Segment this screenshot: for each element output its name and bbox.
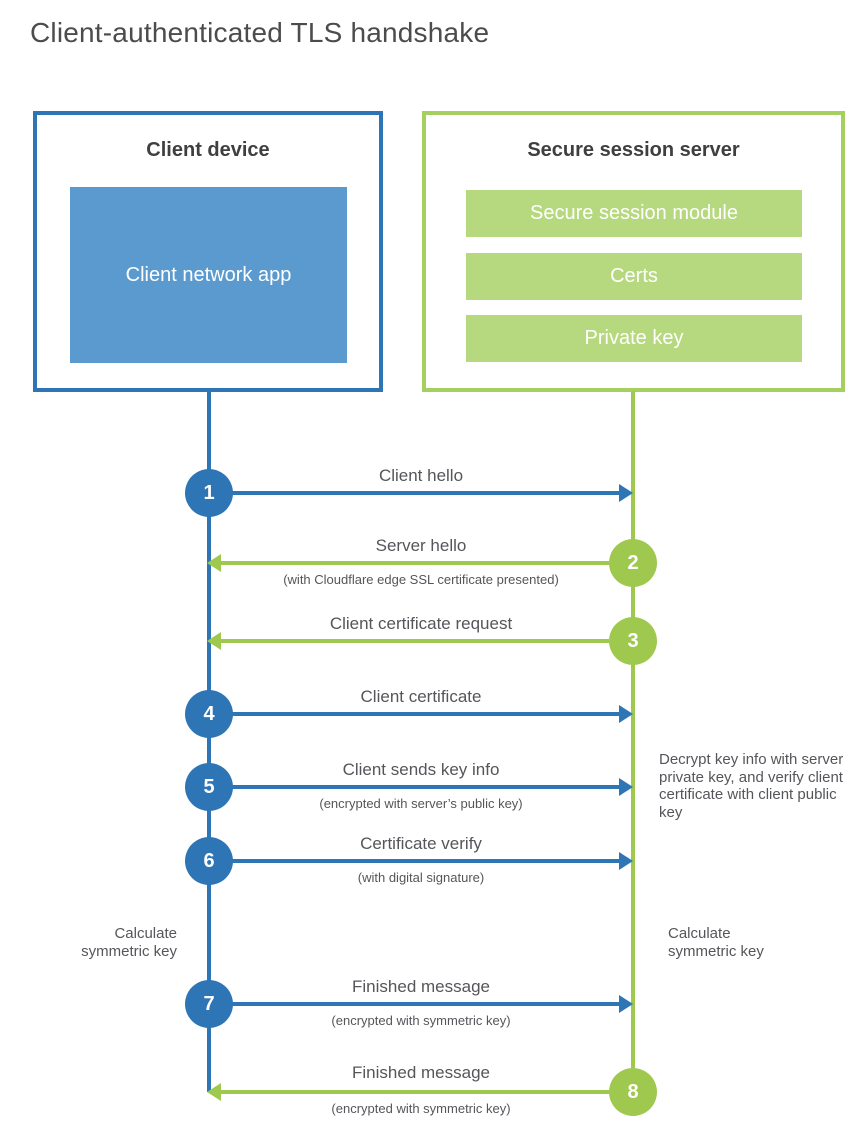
client-device-title: Client device (146, 139, 270, 161)
arrow-left-icon (207, 632, 221, 650)
step-badge-6: 6 (185, 837, 233, 885)
arrow-line-step-4 (231, 712, 619, 716)
arrow-line-step-1 (231, 491, 619, 495)
step-badge-1: 1 (185, 469, 233, 517)
server-module-bar: Secure session module (466, 190, 802, 237)
decrypt-key-note: Decrypt key info with server private key… (659, 751, 844, 822)
step-note-8: (encrypted with symmetric key) (331, 1101, 511, 1116)
step-label-4: Client certificate (360, 687, 482, 706)
client-device-box: Client device Client network app (33, 111, 383, 392)
step-badge-3: 3 (609, 617, 657, 665)
server-certs-bar: Certs (466, 253, 802, 300)
step-label-7: Finished message (352, 977, 490, 996)
arrow-right-icon (619, 705, 633, 723)
arrow-line-step-5 (231, 785, 619, 789)
calculate-symmetric-key-note-left: Calculate symmetric key (81, 925, 177, 960)
step-note-6: (with digital signature) (357, 870, 485, 885)
step-note-5: (encrypted with server’s public key) (319, 796, 523, 811)
arrow-right-icon (619, 852, 633, 870)
step-label-8: Finished message (352, 1063, 490, 1082)
step-label-6: Certificate verify (360, 834, 482, 853)
step-label-2: Server hello (375, 536, 467, 555)
step-note-7: (encrypted with symmetric key) (331, 1013, 511, 1028)
arrow-line-step-8 (221, 1090, 609, 1094)
arrow-line-step-3 (221, 639, 609, 643)
step-badge-7: 7 (185, 980, 233, 1028)
step-label-5: Client sends key info (342, 760, 500, 779)
arrow-right-icon (619, 778, 633, 796)
arrow-left-icon (207, 1083, 221, 1101)
arrow-right-icon (619, 484, 633, 502)
step-badge-4: 4 (185, 690, 233, 738)
client-network-app-label: Client network app (125, 263, 292, 286)
arrow-right-icon (619, 995, 633, 1013)
step-badge-5: 5 (185, 763, 233, 811)
server-lifeline (631, 391, 635, 1068)
step-note-2: (with Cloudflare edge SSL certificate pr… (283, 572, 559, 587)
calculate-symmetric-key-note-right: Calculate symmetric key (668, 925, 764, 960)
arrow-line-step-7 (231, 1002, 619, 1006)
secure-session-server-title: Secure session server (527, 139, 740, 161)
client-lifeline (207, 391, 211, 1092)
server-private-key-bar: Private key (466, 315, 802, 362)
arrow-line-step-2 (221, 561, 609, 565)
step-badge-8: 8 (609, 1068, 657, 1116)
page-title: Client-authenticated TLS handshake (30, 17, 490, 48)
arrow-left-icon (207, 554, 221, 572)
step-badge-2: 2 (609, 539, 657, 587)
arrow-line-step-6 (231, 859, 619, 863)
step-label-3: Client certificate request (329, 614, 513, 633)
step-label-1: Client hello (378, 466, 464, 485)
client-network-app-box: Client network app (70, 187, 347, 363)
secure-session-server-box: Secure session server Secure session mod… (422, 111, 845, 392)
